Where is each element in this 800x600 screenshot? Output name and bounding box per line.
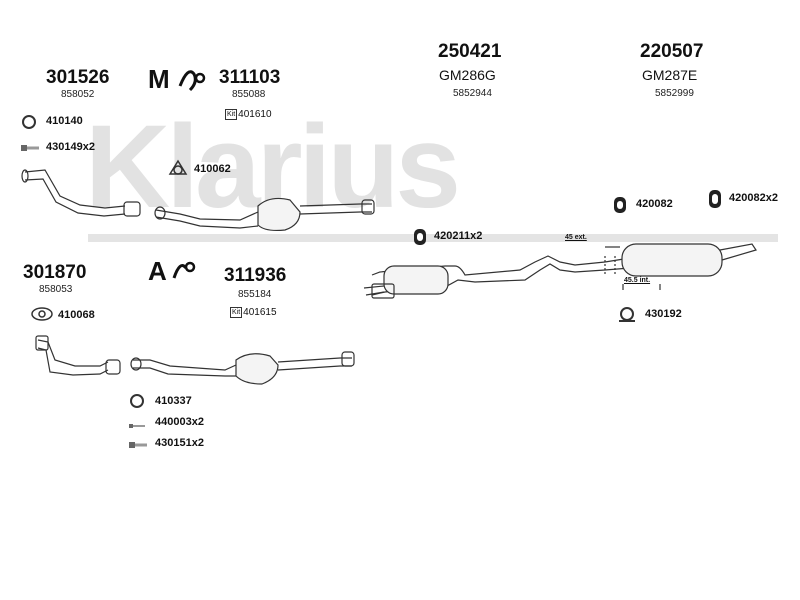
automatic-gearbox-icon: A bbox=[148, 256, 198, 291]
ring-gasket-icon bbox=[128, 392, 146, 415]
svg-text:M: M bbox=[148, 64, 170, 94]
part-code-301870: 301870 bbox=[23, 262, 87, 283]
part-430151x2: 430151x2 bbox=[155, 437, 204, 449]
part-430192: 430192 bbox=[645, 308, 682, 320]
ref-858053: 858053 bbox=[39, 284, 73, 295]
part-code-311103: 311103 bbox=[219, 67, 281, 88]
clamp-icon bbox=[616, 304, 638, 329]
catalytic-converter-311103 bbox=[154, 197, 375, 232]
part-code-311936: 311936 bbox=[224, 265, 287, 286]
kit-icon: Kit bbox=[230, 307, 243, 318]
gm-code-286g: GM286G bbox=[439, 67, 496, 83]
part-code-301526: 301526 bbox=[46, 67, 110, 88]
middle-silencer-250421 bbox=[363, 255, 606, 299]
ref-5852999: 5852999 bbox=[655, 88, 694, 99]
dimension-45-5-int: 45.5 int. bbox=[624, 277, 651, 284]
kit-number: 401610 bbox=[238, 109, 272, 120]
ref-5852944: 5852944 bbox=[453, 88, 492, 99]
watermark-underline bbox=[88, 234, 778, 242]
rubber-mount-icon bbox=[707, 189, 723, 214]
rear-silencer-220507 bbox=[604, 243, 757, 290]
kit-number: 401615 bbox=[243, 307, 277, 318]
part-410337: 410337 bbox=[155, 395, 192, 407]
part-code-220507: 220507 bbox=[640, 41, 704, 62]
part-code-250421: 250421 bbox=[438, 41, 502, 62]
dimension-45-ext: 45 ext. bbox=[565, 234, 587, 241]
ref-855088: 855088 bbox=[232, 89, 266, 100]
ring-gasket-icon bbox=[20, 113, 38, 136]
rubber-mount-icon bbox=[412, 228, 428, 251]
front-pipe-301526 bbox=[21, 169, 141, 217]
rubber-mount-icon bbox=[612, 196, 628, 219]
bolt-icon bbox=[128, 438, 150, 456]
gm-code-287e: GM287E bbox=[642, 67, 698, 83]
manual-gearbox-icon: M bbox=[148, 64, 208, 99]
part-410062: 410062 bbox=[194, 163, 231, 175]
front-pipe-301870 bbox=[35, 335, 121, 376]
kit-icon: Kit bbox=[225, 109, 238, 120]
svg-text:A: A bbox=[148, 256, 167, 286]
flange-gasket-icon bbox=[167, 158, 189, 185]
part-420082: 420082 bbox=[636, 198, 673, 210]
bolt-icon bbox=[20, 141, 42, 159]
part-440003x2: 440003x2 bbox=[155, 416, 204, 428]
part-420211x2: 420211x2 bbox=[434, 230, 483, 242]
flange-gasket-icon bbox=[30, 306, 54, 327]
part-410140: 410140 bbox=[46, 115, 83, 127]
catalytic-converter-311936 bbox=[130, 351, 355, 385]
part-410068: 410068 bbox=[58, 309, 95, 321]
ref-855184: 855184 bbox=[238, 289, 272, 300]
part-430149x2: 430149x2 bbox=[46, 141, 95, 153]
ref-858052: 858052 bbox=[61, 89, 95, 100]
bolt-icon bbox=[128, 418, 150, 436]
part-420082x2: 420082x2 bbox=[729, 192, 778, 204]
